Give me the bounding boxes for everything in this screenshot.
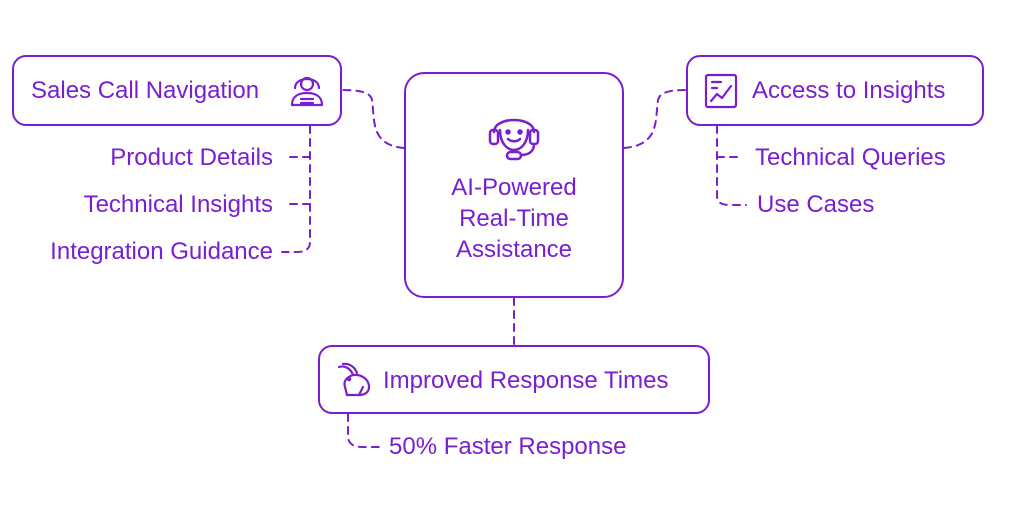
connector-insights-items [716,125,747,206]
response-node [318,345,710,414]
center-node [404,72,624,298]
center-title-line: Real-Time [459,205,569,232]
headset-smiley-icon [488,118,540,161]
sales-call-title: Sales Call Navigation [31,77,260,104]
response-item-faster-response: 50% Faster Response [389,433,627,460]
support-agent-icon [290,76,324,107]
connector-center-insights [623,89,687,149]
center-title-line: Assistance [455,236,573,263]
insights-item-technical-queries: Technical Queries [755,144,946,171]
connector-center-sales [341,89,405,149]
rabbit-icon [337,362,371,397]
sales-item-technical-insights: Technical Insights [83,191,273,218]
document-chart-icon [704,73,738,109]
connector-response-item [347,413,381,448]
center-title-line: AI-Powered [451,174,577,201]
insights-item-use-cases: Use Cases [757,191,875,218]
sales-item-integration-guidance: Integration Guidance [50,238,273,265]
center-title: AI-Powered Real-Time Assistance [405,172,623,265]
response-title: Improved Response Times [383,367,669,394]
insights-title: Access to Insights [752,77,946,104]
sales-call-node [12,55,342,126]
sales-item-product-details: Product Details [110,144,273,171]
connector-sales-items [281,125,311,253]
